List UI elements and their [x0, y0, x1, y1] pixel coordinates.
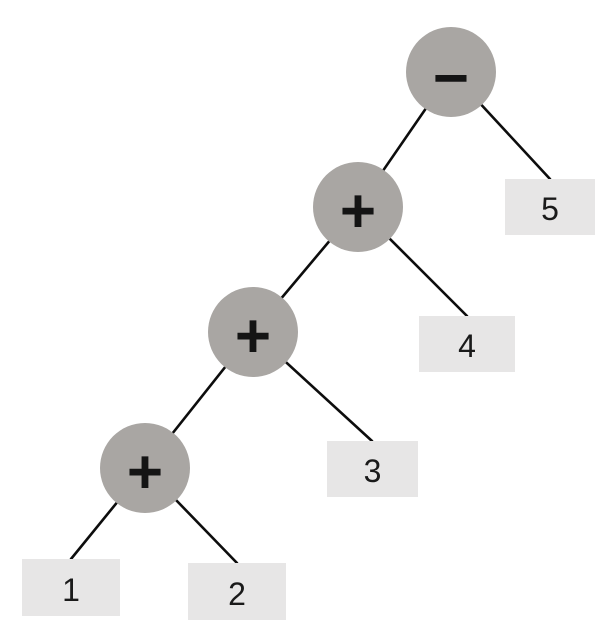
leaf-node-3: 3	[327, 441, 418, 497]
leaf-node-2: 2	[188, 563, 286, 620]
leaf-node-1: 1	[22, 559, 120, 616]
operator-node-minus-root: −	[406, 27, 496, 117]
operator-node-plus-level2: +	[313, 162, 403, 252]
plus-operator-label: +	[126, 438, 164, 507]
leaf-node-4: 4	[419, 316, 515, 372]
leaf-value-label: 5	[541, 191, 559, 227]
plus-operator-label: +	[234, 302, 272, 371]
minus-operator-label: −	[432, 44, 470, 113]
leaf-value-label: 3	[363, 453, 382, 489]
operator-node-plus-level3: +	[208, 287, 298, 377]
plus-operator-label: +	[339, 177, 377, 246]
leaf-value-label: 2	[228, 575, 246, 612]
leaf-node-5: 5	[505, 179, 595, 235]
operator-node-plus-level4: +	[100, 423, 190, 513]
leaf-value-label: 4	[458, 328, 476, 364]
leaf-value-label: 1	[62, 571, 80, 608]
